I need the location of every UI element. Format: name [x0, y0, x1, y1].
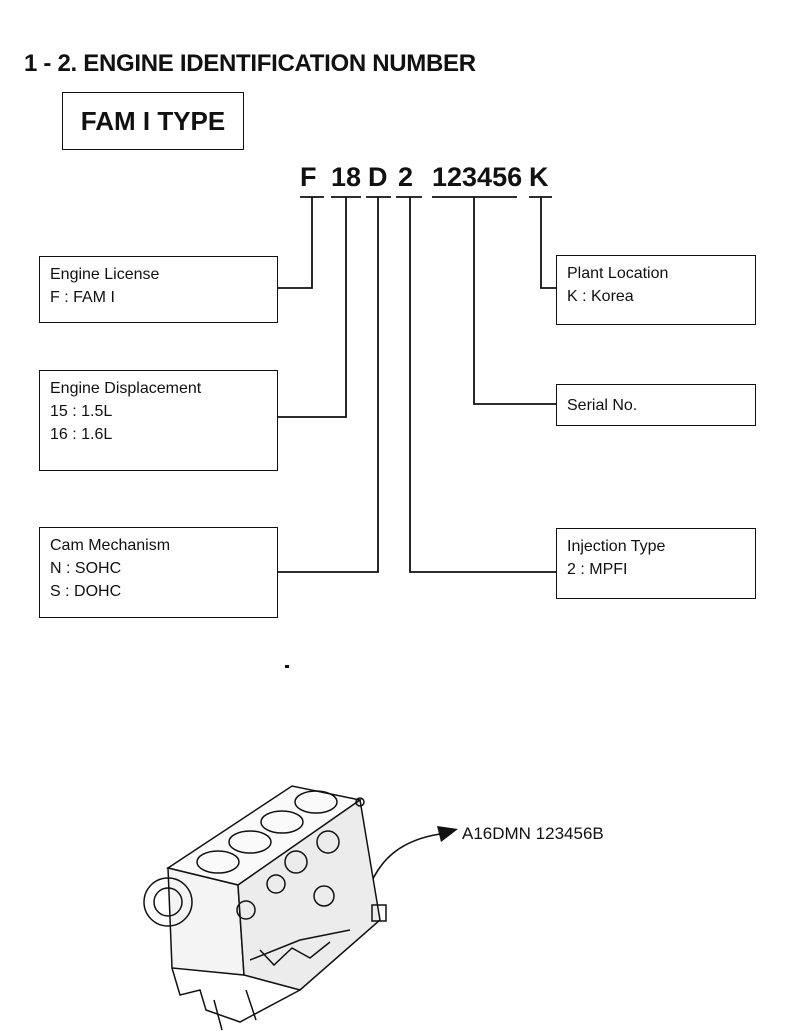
box-engine-displacement: Engine Displacement 15 : 1.5L 16 : 1.6L — [39, 370, 278, 471]
cam-heading: Cam Mechanism — [50, 537, 171, 554]
code-displacement: 18 — [331, 162, 362, 192]
box-cam-mechanism: Cam Mechanism N : SOHC S : DOHC — [39, 527, 278, 618]
engine-block-drawing — [143, 785, 387, 1031]
engine-type-box: FAM I TYPE — [62, 92, 244, 150]
code-cam: D — [368, 162, 388, 192]
box-injection-type: Injection Type 2 : MPFI — [556, 528, 756, 599]
code-plant: K — [529, 162, 549, 192]
stray-dot — [285, 665, 289, 668]
code-license: F — [300, 162, 317, 192]
serial-heading: Serial No. — [567, 396, 638, 414]
injection-line-1: 2 : MPFI — [567, 561, 628, 578]
displacement-line-1: 15 : 1.5L — [50, 403, 113, 420]
connector-cam — [278, 197, 379, 573]
code-injection: 2 — [398, 162, 414, 192]
page-title: 1 - 2. ENGINE IDENTIFICATION NUMBER — [24, 50, 476, 77]
engine-license-heading: Engine License — [50, 266, 160, 283]
cam-line-1: N : SOHC — [50, 560, 122, 577]
engine-license-line-1: F : FAM I — [50, 289, 115, 306]
plant-heading: Plant Location — [567, 265, 669, 282]
cam-line-2: S : DOHC — [50, 583, 122, 600]
engine-number-callout: A16DMN 123456B — [462, 824, 604, 843]
connector-license — [278, 197, 313, 289]
connector-injection — [409, 197, 556, 573]
callout-arrowhead — [437, 826, 458, 842]
injection-heading: Injection Type — [567, 538, 666, 555]
displacement-line-2: 16 : 1.6L — [50, 426, 113, 443]
plant-line-1: K : Korea — [567, 288, 634, 305]
connector-plant — [540, 197, 556, 289]
displacement-heading: Engine Displacement — [50, 380, 202, 397]
box-serial-no: Serial No. — [556, 384, 756, 426]
box-engine-license: Engine License F : FAM I — [39, 256, 278, 323]
code-serial: 123456 — [432, 162, 523, 192]
engine-type-label: FAM I TYPE — [80, 105, 226, 136]
callout-leader — [367, 833, 441, 891]
box-plant-location: Plant Location K : Korea — [556, 255, 756, 325]
connector-displacement — [278, 197, 347, 418]
connector-serial — [473, 197, 556, 405]
